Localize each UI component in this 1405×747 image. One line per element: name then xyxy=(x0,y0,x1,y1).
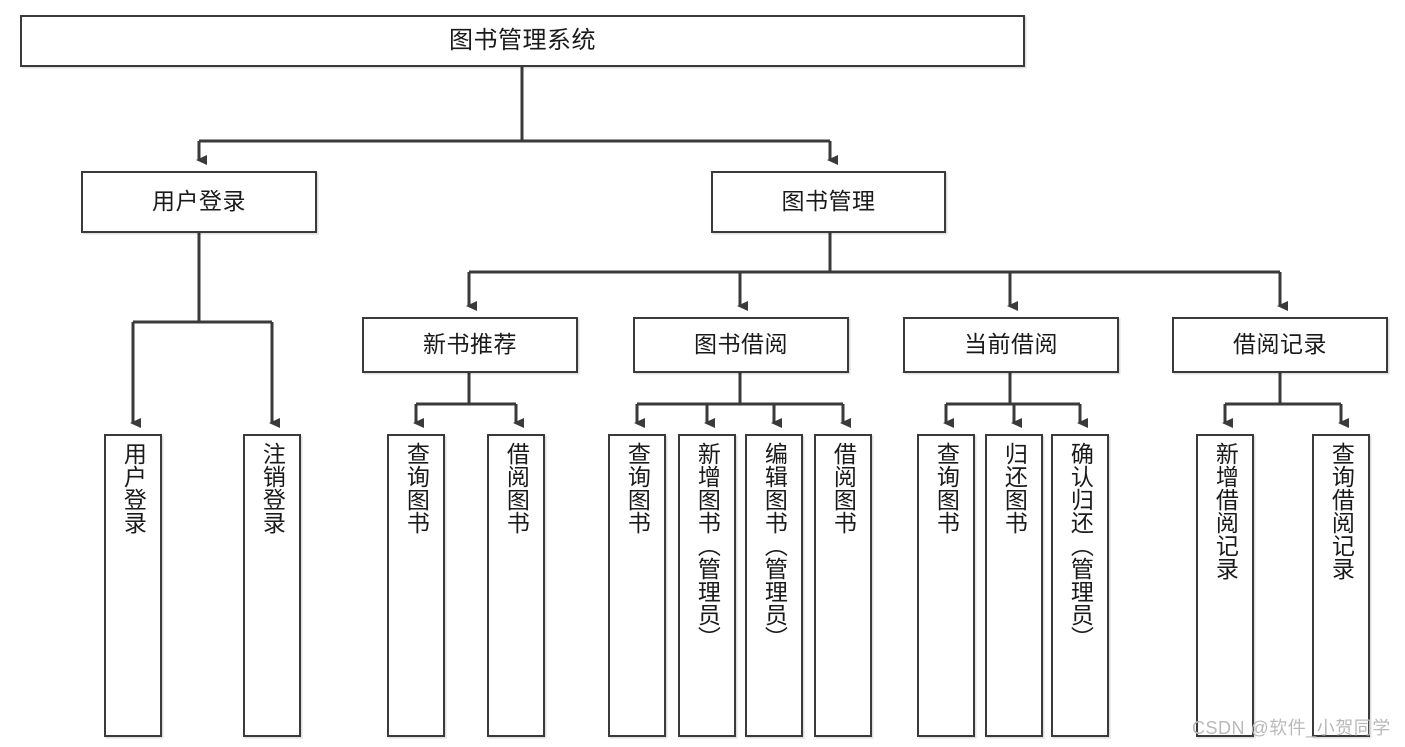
node-leaf-confirm-return-admin-label: 确认归还（管理员） xyxy=(1067,442,1094,649)
node-leaf-logout-label: 注销登录 xyxy=(259,442,286,534)
node-leaf-user-login-label: 用户登录 xyxy=(120,442,147,534)
node-leaf-return-book-label: 归还图书 xyxy=(1001,442,1028,534)
node-leaf-query-book-current-label: 查询图书 xyxy=(933,442,960,534)
node-borrow-record[interactable]: 借阅记录 xyxy=(1172,317,1388,373)
node-user-login-label: 用户登录 xyxy=(152,188,246,215)
node-leaf-logout[interactable]: 注销登录 xyxy=(243,434,301,737)
node-leaf-query-book-rec-label: 查询图书 xyxy=(403,442,430,534)
node-leaf-edit-book-admin-label: 编辑图书（管理员） xyxy=(761,442,788,649)
node-leaf-borrow-book[interactable]: 借阅图书 xyxy=(814,434,872,737)
node-leaf-query-borrow-record[interactable]: 查询借阅记录 xyxy=(1312,434,1370,737)
node-book-management[interactable]: 图书管理 xyxy=(711,171,946,233)
node-root[interactable]: 图书管理系统 xyxy=(20,15,1025,67)
node-new-book-recommend[interactable]: 新书推荐 xyxy=(362,317,578,373)
node-leaf-query-book-borrow[interactable]: 查询图书 xyxy=(608,434,666,737)
node-current-borrow-label: 当前借阅 xyxy=(964,331,1058,358)
node-leaf-return-book[interactable]: 归还图书 xyxy=(985,434,1043,737)
node-book-borrow-label: 图书借阅 xyxy=(694,331,788,358)
node-borrow-record-label: 借阅记录 xyxy=(1233,331,1327,358)
node-leaf-borrow-book-label: 借阅图书 xyxy=(830,442,857,534)
node-leaf-add-book-admin[interactable]: 新增图书（管理员） xyxy=(678,434,736,737)
node-current-borrow[interactable]: 当前借阅 xyxy=(903,317,1119,373)
watermark-text: CSDN @软件_小贺同学 xyxy=(1192,718,1391,738)
node-leaf-add-borrow-record-label: 新增借阅记录 xyxy=(1212,442,1239,580)
node-leaf-add-borrow-record[interactable]: 新增借阅记录 xyxy=(1196,434,1254,737)
node-leaf-user-login[interactable]: 用户登录 xyxy=(104,434,162,737)
node-leaf-query-book-current[interactable]: 查询图书 xyxy=(917,434,975,737)
node-book-management-label: 图书管理 xyxy=(781,188,876,215)
node-leaf-query-book-rec[interactable]: 查询图书 xyxy=(387,434,445,737)
node-user-login[interactable]: 用户登录 xyxy=(81,171,317,233)
node-book-borrow[interactable]: 图书借阅 xyxy=(633,317,849,373)
node-leaf-borrow-book-rec[interactable]: 借阅图书 xyxy=(487,434,545,737)
node-leaf-borrow-book-rec-label: 借阅图书 xyxy=(503,442,530,534)
node-new-book-recommend-label: 新书推荐 xyxy=(423,331,517,358)
node-leaf-confirm-return-admin[interactable]: 确认归还（管理员） xyxy=(1051,434,1109,737)
node-leaf-edit-book-admin[interactable]: 编辑图书（管理员） xyxy=(745,434,803,737)
node-root-label: 图书管理系统 xyxy=(449,26,596,54)
node-leaf-query-book-borrow-label: 查询图书 xyxy=(624,442,651,534)
node-leaf-query-borrow-record-label: 查询借阅记录 xyxy=(1328,442,1355,580)
node-leaf-add-book-admin-label: 新增图书（管理员） xyxy=(694,442,721,649)
